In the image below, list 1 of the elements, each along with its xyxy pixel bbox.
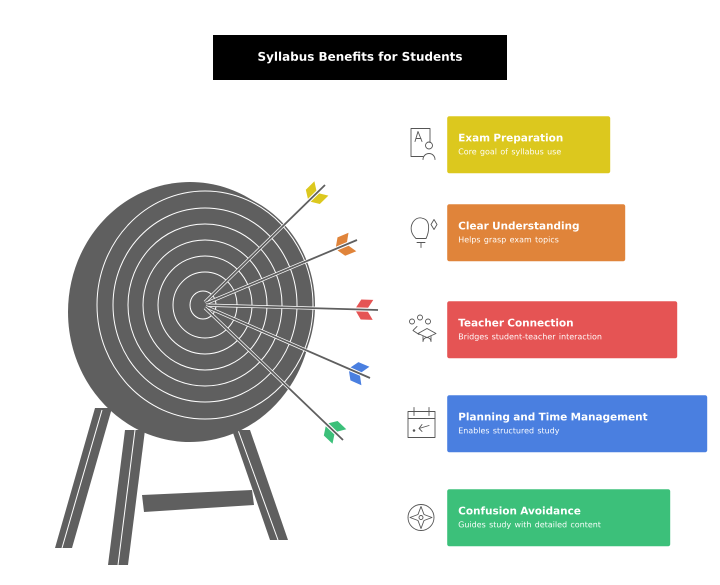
title-banner: Syllabus Benefits for Students [213, 35, 507, 80]
